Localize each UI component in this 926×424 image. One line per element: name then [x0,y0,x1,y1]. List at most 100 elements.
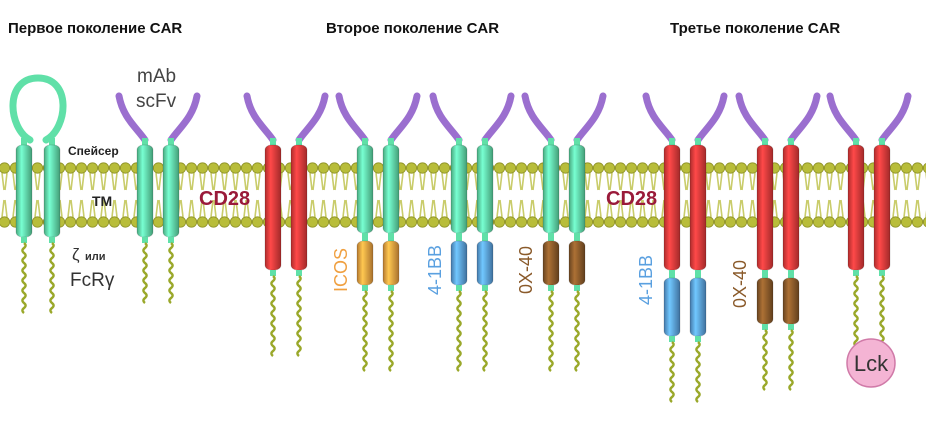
lipid-tail [510,199,514,218]
lipid-tail [188,172,192,191]
lipid-tail [606,199,610,218]
lipid-tail [235,172,239,191]
lipid-head [416,162,429,174]
lipid-head [625,216,638,228]
lipid-tail [617,199,621,218]
scfv-domain [642,92,676,144]
signaling-tail [270,275,276,357]
lipid-head [251,162,264,174]
lipid-head [900,216,913,228]
lipid-head [108,216,121,228]
lipid-head [185,162,198,174]
lipid-tail [584,172,588,191]
scfv-domain [243,92,277,144]
lipid-tail [826,172,830,191]
spacer-stalk [142,138,148,150]
lck-label: Lck [854,351,889,376]
lipid-tail [257,172,261,191]
lipid-tail [444,172,448,191]
title-first-generation: Первое поколение CAR [8,20,183,37]
lipid-tail [653,199,657,218]
lipid-tail [334,172,338,191]
lipid-tail [122,199,126,218]
lipid-head [911,216,924,228]
lipid-tail [202,172,206,191]
lipid-tail [287,199,291,218]
lipid-tail [92,199,96,218]
lipid-tail [323,199,327,218]
lipid-tail [705,199,709,218]
lipid-tail [155,172,159,191]
signaling-tail [388,290,394,372]
lipid-tail [342,199,346,218]
lipid-tail [400,199,404,218]
lipid-tail [89,172,93,191]
scfv-domain [481,92,515,144]
lipid-head [119,216,132,228]
lipid-tail [103,199,107,218]
spacer-stalk [788,138,794,150]
spacer-stalk [548,233,554,241]
icos-domain [382,240,400,286]
lipid-tail [100,172,104,191]
lipid-tail [199,172,203,191]
lipid-tail [870,172,874,191]
lipid-tail [411,172,415,191]
lipid-tail [287,172,291,191]
lipid-head [614,162,627,174]
spacer-stalk [388,233,394,241]
lipid-tail [400,172,404,191]
lipid-tail [686,172,690,191]
lipid-tail [1,172,5,191]
lipid-tail [213,199,217,218]
lipid-tail [631,172,635,191]
lipid-tail [224,172,228,191]
scfv-domain [573,92,607,144]
lipid-tail [81,199,85,218]
spacer-stalk [49,237,55,243]
lipid-tail [727,199,731,218]
transmembrane-domain [476,144,494,234]
lipid-tail [422,172,426,191]
lipid-head [196,162,209,174]
lipid-head [229,216,242,228]
lipid-tail [474,199,478,218]
lipid-tail [444,199,448,218]
lipid-tail [378,172,382,191]
signaling-tail [296,275,302,357]
lipid-tail [595,172,599,191]
lipid-tail [815,172,819,191]
lipid-tail [496,199,500,218]
antigen-binding-loop [34,74,67,144]
label-or: или [85,251,106,263]
transmembrane-domain [450,144,468,234]
lipid-tail [320,199,324,218]
lipid-tail [532,199,536,218]
lipid-head [438,162,451,174]
spacer-stalk [456,138,462,150]
lipid-tail [254,199,258,218]
spacer-stalk [853,270,859,276]
lipid-head [339,216,352,228]
signaling-tail [762,329,768,391]
lipid-tail [375,199,379,218]
lipid-head [207,162,220,174]
scfv-domain [735,92,769,144]
signaling-tail [456,290,462,372]
lipid-tail [815,199,819,218]
lipid-tail [331,172,335,191]
spacer-stalk [456,233,462,241]
lipid-tail [683,199,687,218]
lipid-tail [730,199,734,218]
transmembrane-domain [356,144,374,234]
lipid-tail [114,199,118,218]
spacer-stalk [695,138,701,150]
lipid-tail [521,199,525,218]
lipid-tail [441,172,445,191]
lipid-head [196,216,209,228]
lipid-tail [235,199,239,218]
lipid-tail [474,172,478,191]
lipid-tail [191,199,195,218]
